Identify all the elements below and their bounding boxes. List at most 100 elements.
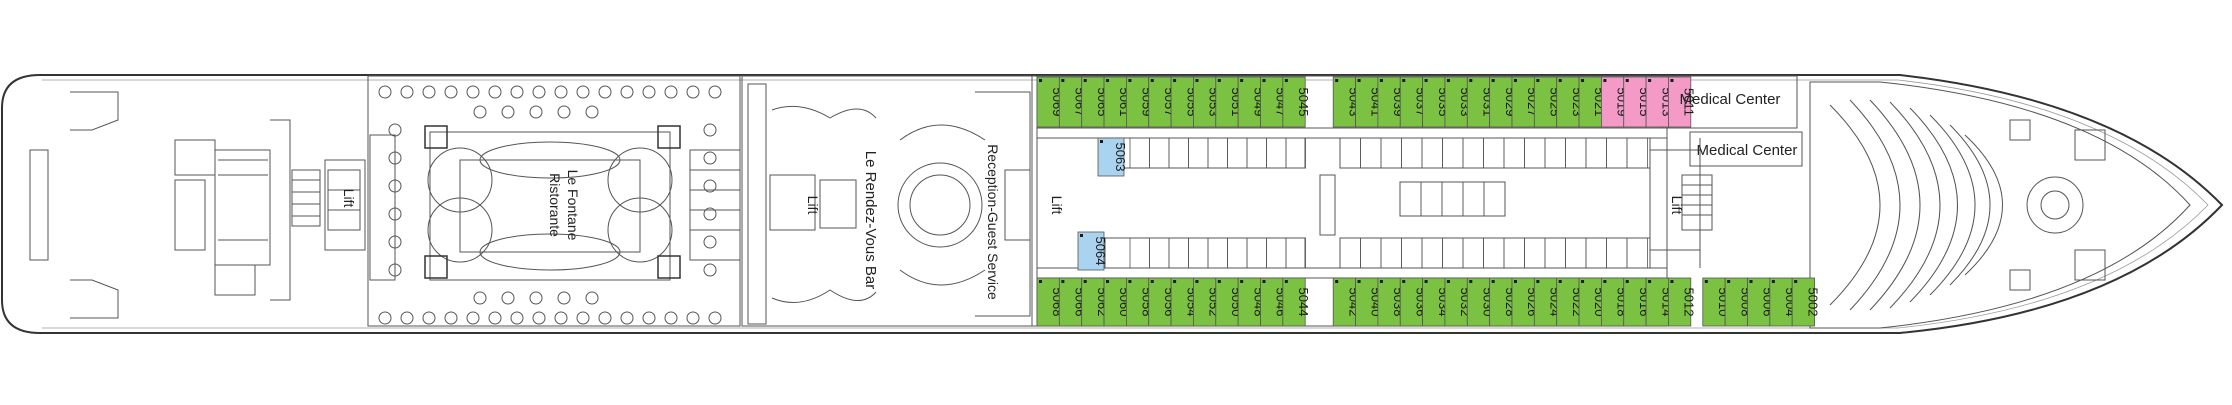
dining-table	[642, 311, 656, 325]
cabin-5011[interactable]: 5011	[1668, 76, 1697, 128]
cabin-marker	[1446, 280, 1450, 283]
cabin-5063[interactable]: 5063	[1097, 137, 1128, 177]
corridor-room	[1462, 237, 1484, 269]
dining-table	[703, 207, 717, 221]
cabin-marker	[1402, 79, 1406, 82]
dining-table	[510, 85, 524, 99]
cabin-5059[interactable]: 5059	[1126, 76, 1155, 128]
dining-table	[529, 105, 543, 119]
cabin-fill	[1668, 76, 1692, 128]
dining-table	[708, 311, 722, 325]
dining-table	[532, 85, 546, 99]
corridor-room	[1442, 137, 1464, 169]
corridor-room	[1129, 237, 1150, 269]
aft-lift	[327, 169, 361, 231]
cabin-5012[interactable]: 5012	[1668, 277, 1697, 327]
cabin-marker	[1173, 79, 1177, 82]
corridor-room	[1380, 137, 1402, 169]
reception-area	[975, 75, 1038, 327]
corridor-room	[1544, 137, 1566, 169]
dining-table	[703, 235, 717, 249]
corridor-room	[1285, 237, 1306, 269]
corridor-room	[1149, 137, 1170, 169]
dining-table	[532, 311, 546, 325]
cabin-5034[interactable]: 5034	[1422, 277, 1451, 327]
cabin-marker	[1100, 140, 1103, 143]
cabin-marker	[1625, 280, 1629, 283]
dining-table	[388, 263, 402, 277]
restaurant-label-line2: Ristorante	[547, 173, 563, 237]
corridor-room	[1380, 237, 1402, 269]
corridor-room	[1503, 237, 1525, 269]
corridor-room	[1207, 137, 1228, 169]
cabin-marker	[1704, 280, 1708, 283]
cabin-number: 5063	[1113, 143, 1128, 172]
cabin-marker	[1536, 79, 1540, 82]
dining-table	[703, 179, 717, 193]
cabin-marker	[1061, 280, 1065, 283]
cabin-5002[interactable]: 5002	[1791, 277, 1820, 327]
ship-hull	[1, 74, 2224, 334]
corridor-room	[1585, 137, 1607, 169]
lift-label-midship: Lift	[1049, 196, 1065, 215]
dining-table	[501, 105, 515, 119]
cabin-marker	[1648, 79, 1652, 82]
corridor-room	[1339, 137, 1361, 169]
forward-lift-shaft	[1681, 174, 1713, 231]
cabin-marker	[1670, 280, 1674, 283]
corridor-room	[1524, 237, 1546, 269]
cabin-marker	[1039, 79, 1042, 82]
dining-table	[388, 179, 402, 193]
cabin-marker	[1749, 280, 1753, 283]
dining-table	[703, 151, 717, 165]
cabin-5004[interactable]: 5004	[1769, 277, 1798, 327]
cabin-marker	[1128, 79, 1132, 82]
cabin-marker	[1625, 79, 1629, 82]
corridor-room	[1227, 237, 1248, 269]
corridor-room	[1360, 237, 1382, 269]
lift-label-aft: Lift	[341, 189, 357, 208]
dining-table	[554, 85, 568, 99]
corridor-room	[1401, 137, 1423, 169]
cabin-5064[interactable]: 5064	[1077, 231, 1108, 271]
corridor-room	[1360, 137, 1382, 169]
lift-label-bar: Lift	[805, 196, 821, 215]
corridor-room	[1441, 181, 1464, 217]
dining-table	[473, 291, 487, 305]
dining-table	[388, 207, 402, 221]
cabin-number: 5012	[1682, 288, 1697, 317]
dining-table	[598, 311, 612, 325]
bar-label: Le Rendez-Vous Bar	[862, 151, 879, 289]
cabin-marker	[1240, 79, 1244, 82]
dining-table	[664, 311, 678, 325]
cabin-fill	[1282, 277, 1306, 327]
corridor-room	[1149, 237, 1170, 269]
cabin-marker	[1083, 280, 1087, 283]
dining-table	[378, 85, 392, 99]
dining-table	[388, 151, 402, 165]
theatre-area	[1809, 81, 2191, 329]
cabin-fill	[1791, 277, 1815, 327]
dining-table	[620, 311, 634, 325]
corridor-room	[1565, 237, 1587, 269]
cabin-marker	[1173, 280, 1177, 283]
dining-table	[388, 123, 402, 137]
cabin-number: 5045	[1296, 88, 1311, 117]
dining-table	[488, 85, 502, 99]
dining-table	[422, 85, 436, 99]
dining-table	[703, 123, 717, 137]
corridor-room	[1129, 137, 1150, 169]
corridor-room	[1207, 237, 1228, 269]
dining-table	[529, 291, 543, 305]
corridor-room	[1246, 137, 1267, 169]
cabin-5045[interactable]: 5045	[1282, 76, 1311, 128]
corridor-room	[1246, 237, 1267, 269]
cabin-5044[interactable]: 5044	[1282, 277, 1311, 327]
dining-table	[400, 311, 414, 325]
cabin-marker	[1603, 79, 1607, 82]
cabin-marker	[1262, 79, 1266, 82]
dining-table	[488, 311, 502, 325]
dining-table	[686, 311, 700, 325]
